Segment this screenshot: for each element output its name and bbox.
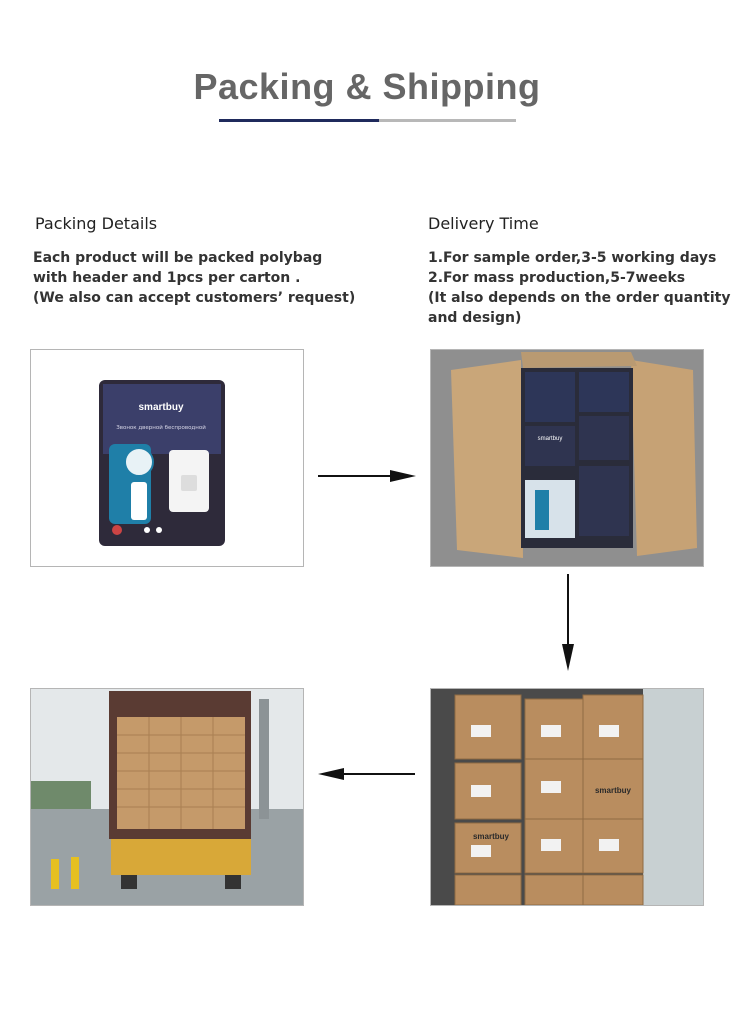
delivery-line: 2.For mass production,5-7weeks (428, 270, 686, 286)
arrow-down-icon (562, 574, 574, 671)
packed-box-photo: smartbuy (430, 349, 704, 567)
packing-line: Each product will be packed polybag (33, 250, 323, 266)
page-title: Packing & Shipping (193, 66, 541, 107)
delivery-time-heading: Delivery Time (428, 214, 539, 233)
arrow-left-icon (318, 768, 415, 780)
packing-details-heading: Packing Details (35, 214, 158, 233)
delivery-line: (It also depends on the order quantity (428, 290, 731, 306)
packing-line: with header and 1pcs per carton . (33, 270, 301, 286)
delivery-time-text: 1.For sample order,3-5 working days 2.Fo… (428, 248, 731, 328)
box-brand-text: smartbuy (538, 436, 563, 442)
packing-line: (We also can accept customers’ request) (33, 290, 356, 306)
title-underline-gray (379, 119, 516, 122)
stacked-cartons-photo: smartbuy smartbuy (430, 688, 704, 906)
truck-loading-photo (30, 688, 304, 906)
package-brand-text: smartbuy (138, 402, 183, 413)
delivery-line: 1.For sample order,3-5 working days (428, 250, 717, 266)
title-underline-accent (219, 119, 379, 122)
carton-brand-text: smartbuy (473, 832, 510, 841)
packing-details-text: Each product will be packed polybag with… (33, 248, 355, 308)
delivery-line: and design) (428, 310, 522, 326)
packaged-product-photo: smartbuy Звонок дверной беспроводной (30, 349, 304, 567)
arrow-right-icon (318, 470, 416, 482)
carton-brand-text: smartbuy (595, 786, 632, 795)
package-subtitle-text: Звонок дверной беспроводной (116, 424, 206, 431)
